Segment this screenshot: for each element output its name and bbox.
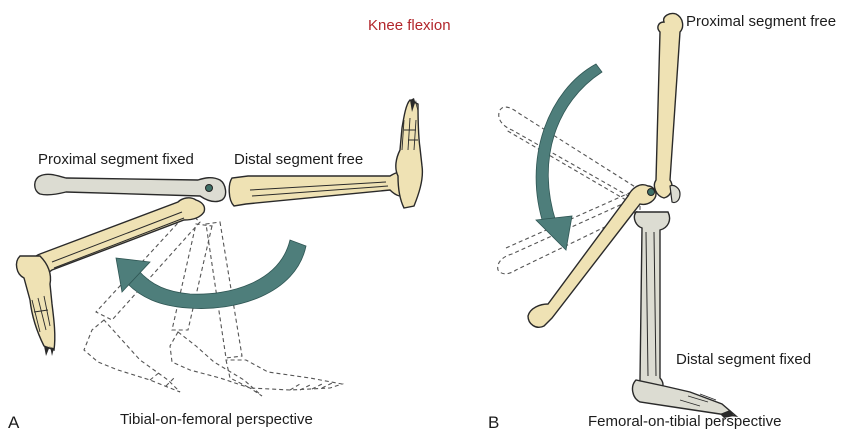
figure-title: Knee flexion [368,18,451,33]
ghost-femur-1b [506,130,626,200]
ghost-tibia-2 [172,224,212,330]
panel-letter-b: B [488,414,499,431]
ghost-femur-positions-b [498,107,640,274]
caption-panel-a: Tibial-on-femoral perspective [120,412,313,427]
patella [670,185,680,202]
ghost-femur-1 [499,107,640,198]
fixed-leg [633,212,736,418]
panel-a [17,98,423,396]
fixed-femur [35,174,226,201]
rotation-arrow-b [536,64,602,250]
label-distal-segment-free: Distal segment free [234,152,363,167]
free-leg-flexed [17,198,205,356]
ghost-foot-2 [170,332,262,396]
label-distal-segment-fixed: Distal segment fixed [676,352,811,367]
ghost-foot-1 [84,320,180,392]
label-proximal-segment-free: Proximal segment free [686,14,836,29]
rotation-arrow-a [116,240,306,309]
knee-axis-b [648,189,655,196]
caption-panel-b: Femoral-on-tibial perspective [588,414,781,429]
panel-letter-a: A [8,414,19,431]
ghost-toes [150,372,334,390]
label-proximal-segment-fixed: Proximal segment fixed [38,152,194,167]
knee-axis-a [206,185,213,192]
free-femur-vertical [654,13,682,198]
